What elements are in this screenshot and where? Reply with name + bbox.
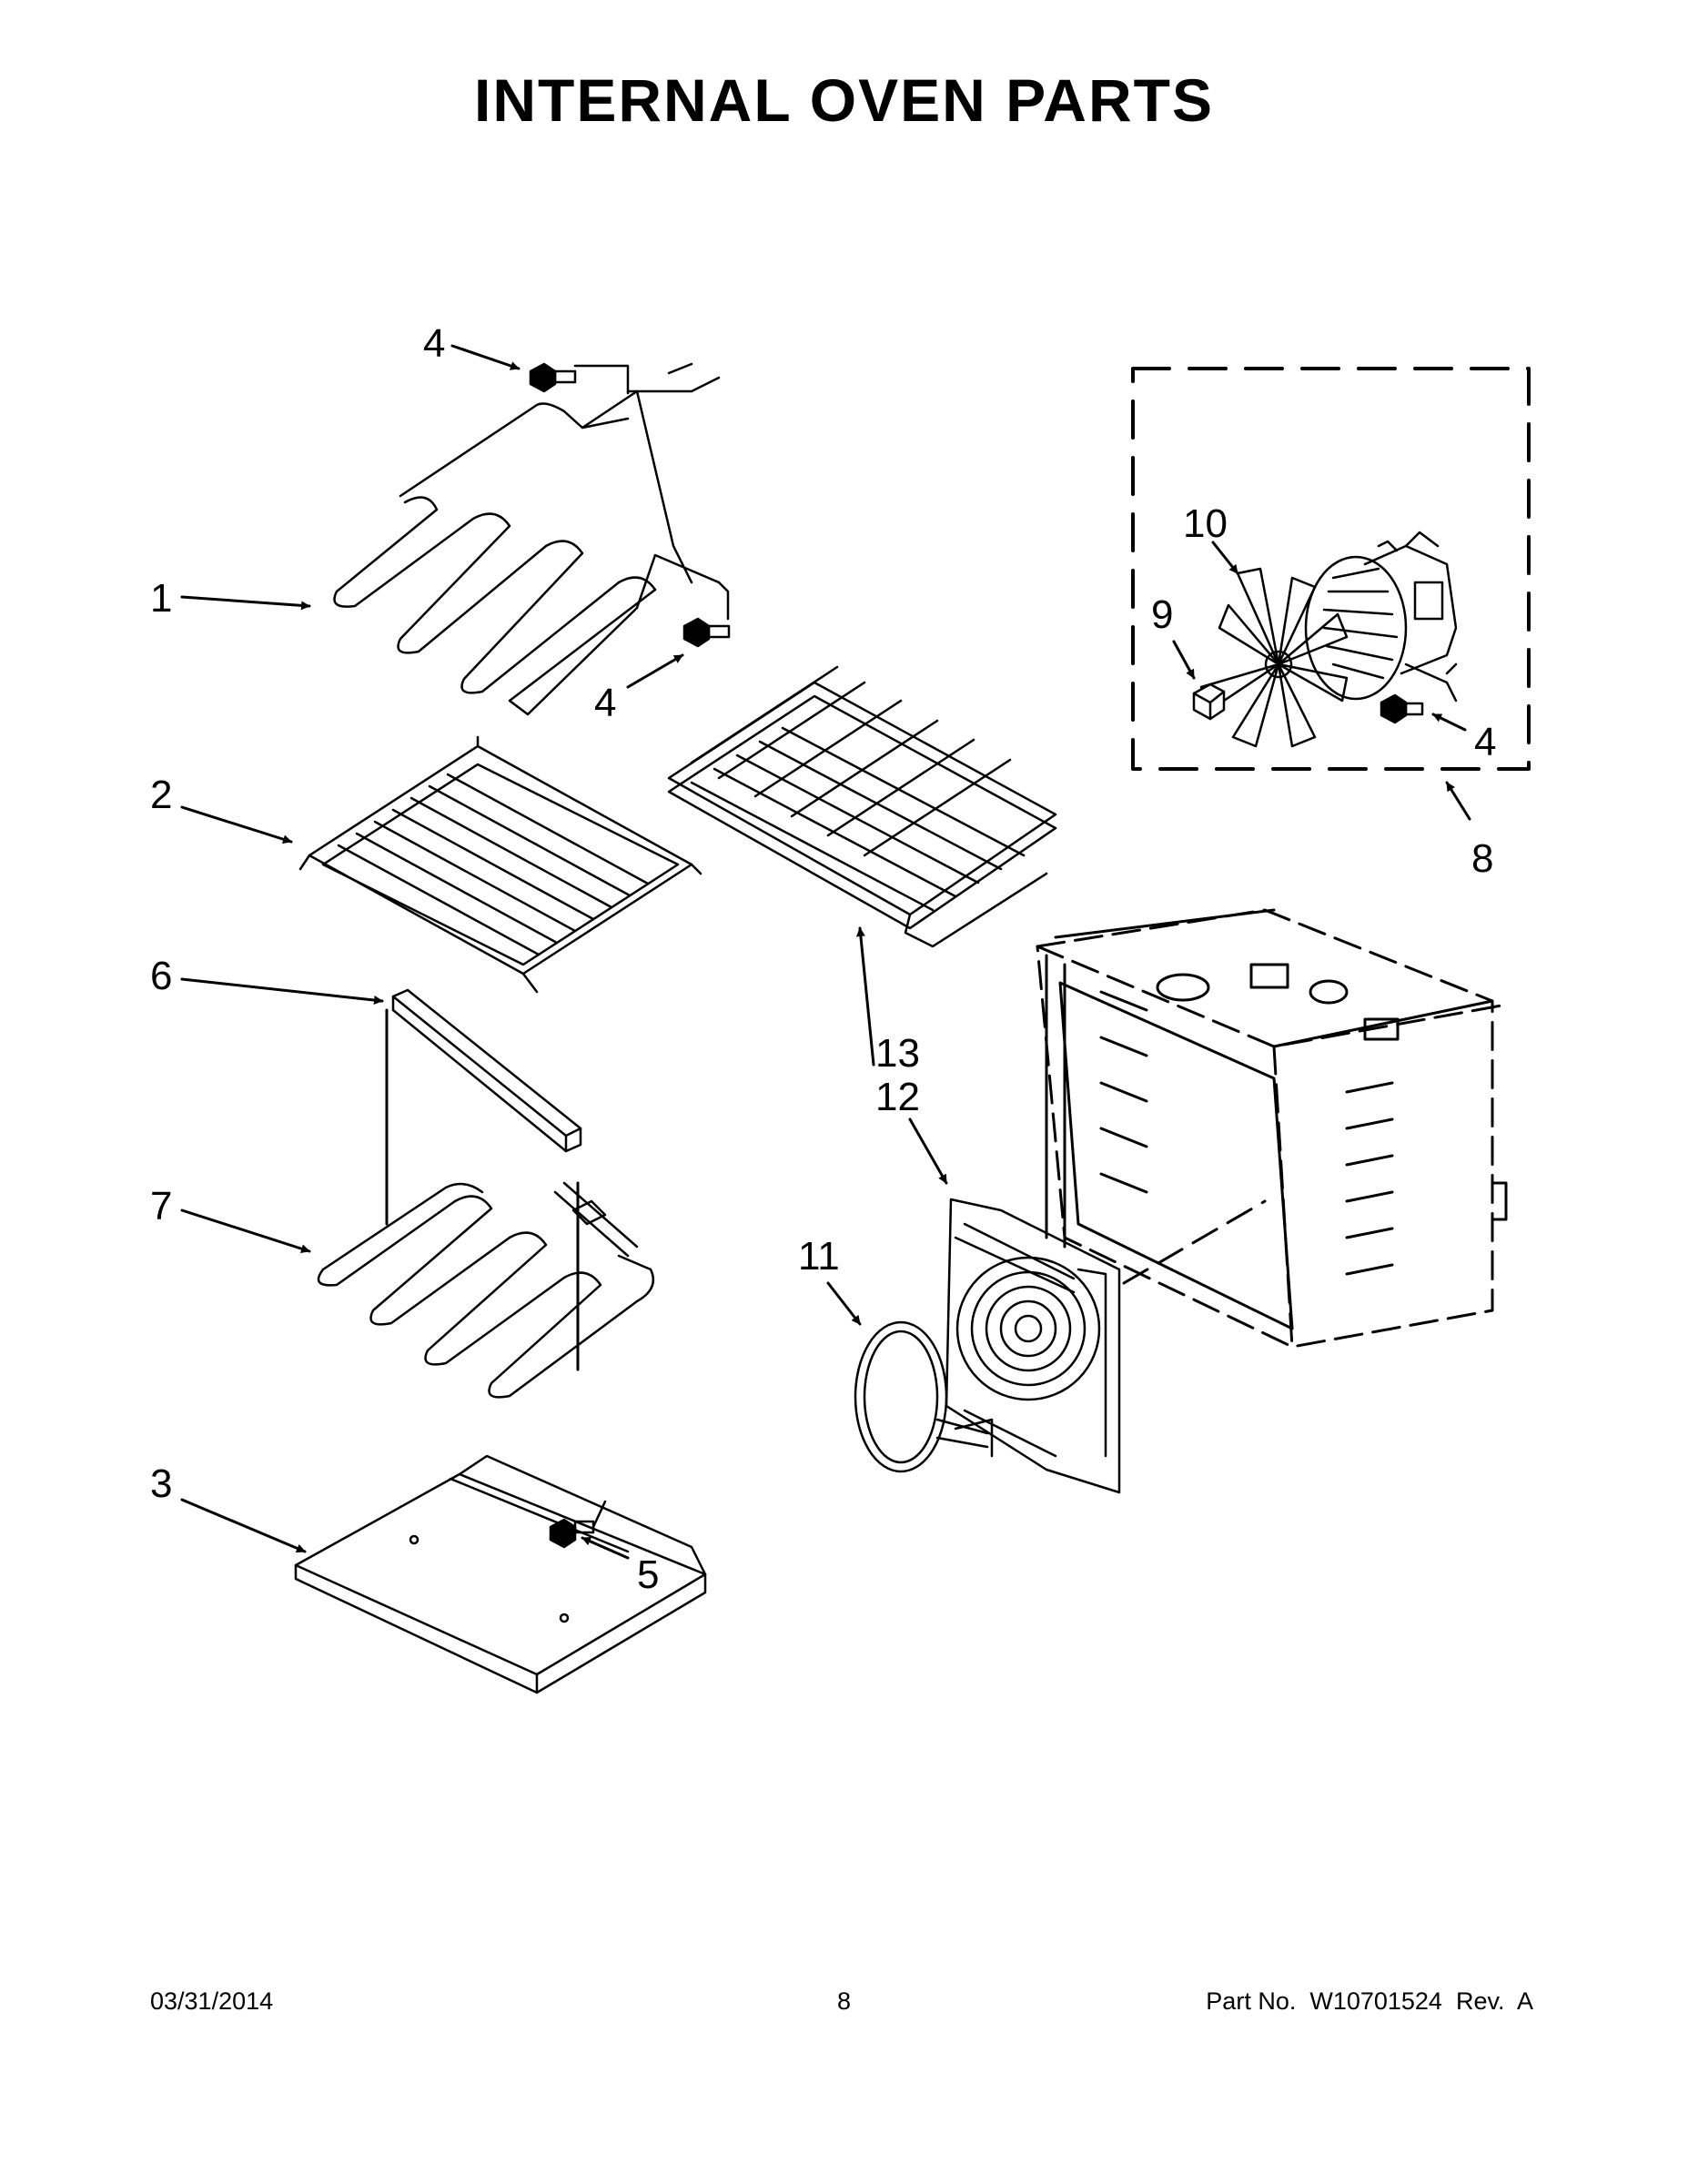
- screw-lower: [682, 581, 731, 648]
- broil-element: [333, 362, 721, 716]
- callout-4-top: 4: [423, 321, 445, 366]
- screw-bottom: [549, 1500, 607, 1549]
- callout-4-fan: 4: [1474, 720, 1496, 764]
- fan-blade: [1199, 567, 1349, 748]
- callout-12: 12: [875, 1075, 920, 1119]
- callout-11: 11: [798, 1234, 840, 1279]
- callout-5: 5: [637, 1552, 659, 1597]
- oven-bottom-panel: [294, 1454, 707, 1694]
- page-title: INTERNAL OVEN PARTS: [474, 66, 1214, 134]
- oven-cavity: [1036, 908, 1508, 1349]
- callout-6: 6: [150, 954, 172, 998]
- fan-motor: [1304, 531, 1458, 703]
- callout-13: 13: [875, 1031, 920, 1076]
- slide-out-rack: [667, 665, 1057, 948]
- callout-3: 3: [150, 1461, 172, 1506]
- convection-element: [854, 1320, 994, 1473]
- callout-2: 2: [150, 773, 172, 817]
- fan-assembly-group-box: [1131, 367, 1531, 771]
- footer-date: 03/31/2014: [150, 1987, 274, 2015]
- screw-top: [529, 362, 630, 395]
- footer-page-number: 8: [836, 1987, 852, 2015]
- callout-4-lower: 4: [594, 681, 616, 725]
- callout-10: 10: [1183, 501, 1228, 546]
- callout-9: 9: [1151, 592, 1173, 637]
- callout-7: 7: [150, 1184, 172, 1228]
- bake-element: [317, 1181, 655, 1399]
- element-shield: [385, 988, 582, 1226]
- convection-fan-cover: [945, 1198, 1121, 1494]
- fan-nut: [1192, 682, 1226, 721]
- callout-8: 8: [1471, 836, 1493, 881]
- screw-fan: [1380, 693, 1424, 724]
- footer-part-number: Part No. W10701524 Rev. A: [1206, 1987, 1533, 2015]
- callout-1: 1: [150, 576, 172, 621]
- oven-rack: [298, 735, 702, 994]
